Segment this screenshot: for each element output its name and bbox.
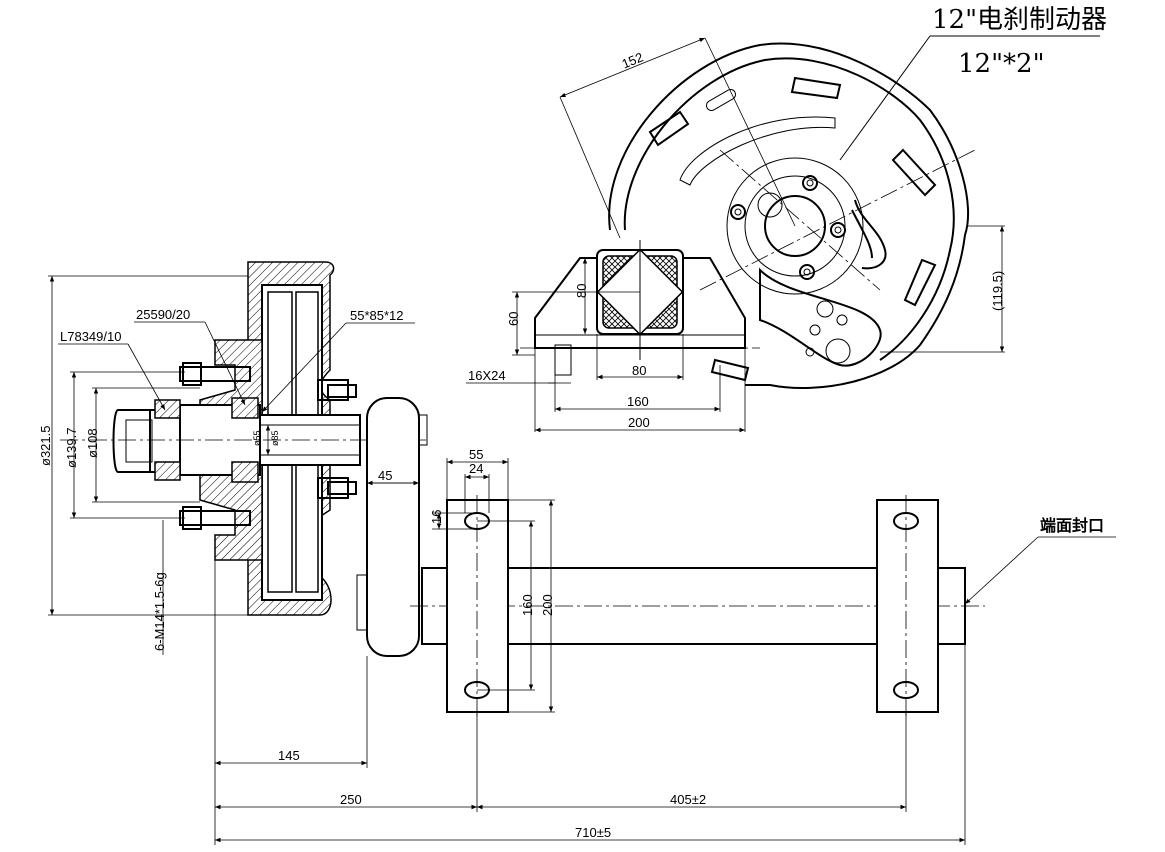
dim-flange-55: 55 (469, 447, 483, 462)
dim-60: 60 (506, 312, 521, 326)
dim-pilot: ø108 (85, 428, 100, 458)
dim-flange-24: 24 (469, 461, 483, 476)
dim-80-horizontal: 80 (632, 363, 646, 378)
label-seal: 55*85*12 (350, 308, 404, 323)
dim-hub-outer: ø321.5 (38, 426, 53, 466)
title-sub: 12"*2" (958, 49, 1045, 79)
brake-drum-side: 45 (356, 397, 428, 657)
dim-pcd: ø139.7 (64, 428, 79, 468)
mount-flange-left (446, 495, 509, 720)
flange-dimensions: 55 24 16 160 200 (429, 447, 555, 713)
dim-flange-200: 200 (540, 594, 555, 616)
dim-119-5: (119.5) (990, 271, 1005, 311)
overall-dimensions: 145 250 405±2 710±5 (214, 560, 966, 845)
dim-710: 710±5 (575, 825, 611, 840)
dim-160: 160 (627, 394, 649, 409)
label-end-seal: 端面封口 (1040, 516, 1104, 535)
dim-80-vertical: 80 (574, 284, 589, 298)
dim-250: 250 (340, 792, 362, 807)
mount-flange-right (876, 495, 939, 720)
dim-45: 45 (378, 468, 392, 483)
label-bearing-seat-dia: ø85 (270, 430, 280, 446)
brake-dimensions: 152 80 60 (119.5) 80 16X24 160 200 (466, 37, 1005, 433)
hub-dimensions: ø321.5 ø139.7 ø108 25590/20 L78349/10 55… (38, 275, 415, 655)
dim-flange-16: 16 (429, 510, 444, 524)
brake-backing-plate (520, 42, 976, 389)
dim-152: 152 (620, 49, 646, 71)
dim-405: 405±2 (670, 792, 706, 807)
label-spindle-dia: ø55 (252, 430, 262, 446)
dim-200: 200 (628, 415, 650, 430)
end-seal-note: 端面封口 (964, 516, 1116, 605)
title-block: 12"电刹制动器 12"*2" (839, 5, 1107, 161)
title-main: 12"电刹制动器 (932, 5, 1107, 35)
dim-flange-160: 160 (520, 594, 535, 616)
hub-drum-section (60, 261, 430, 616)
label-inner-bearing: 25590/20 (136, 307, 190, 322)
dim-16x24: 16X24 (468, 368, 506, 383)
dim-145: 145 (278, 748, 300, 763)
label-studs: 6-M14*1.5-6g (152, 572, 167, 651)
label-outer-bearing: L78349/10 (60, 329, 121, 344)
brake-bolt-icon (730, 175, 846, 280)
